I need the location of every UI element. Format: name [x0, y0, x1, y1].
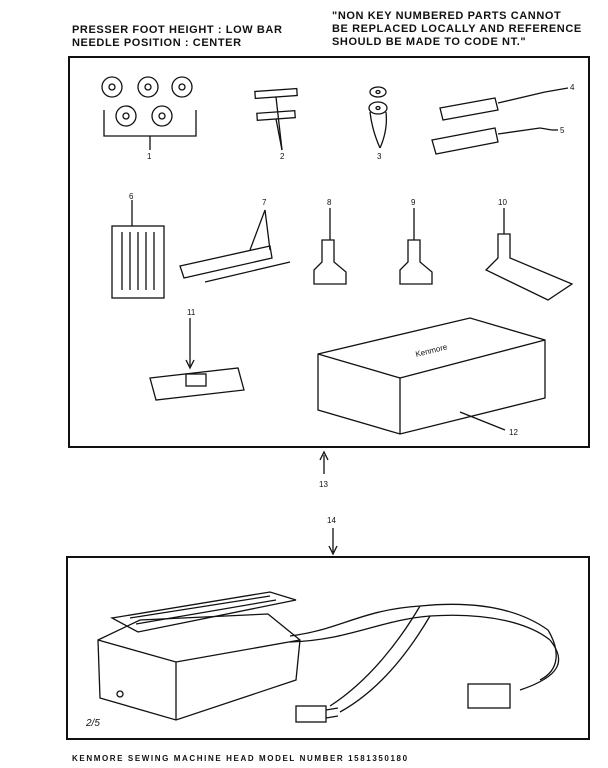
callout-6: 6 [129, 192, 134, 201]
foot-control-icon [97, 591, 301, 721]
callout-11: 11 [187, 308, 196, 317]
needle-pack-icon [111, 200, 165, 299]
callout-1: 1 [147, 152, 152, 161]
callout-14: 14 [327, 516, 336, 525]
header-left: PRESSER FOOT HEIGHT : LOW BAR NEEDLE POS… [72, 24, 283, 50]
spool-cap-icon [368, 86, 388, 149]
notice-line-1: "NON KEY NUMBERED PARTS CANNOT [332, 10, 562, 22]
needle-plate-icon [149, 318, 245, 401]
foot-control-panel [66, 556, 590, 740]
presser-foot-icon [313, 208, 574, 301]
page-reference: 2/5 [86, 718, 100, 729]
footer-model-line: KENMORE SEWING MACHINE HEAD MODEL NUMBER… [72, 754, 409, 763]
power-cord-icon [289, 603, 560, 723]
accessory-box-icon [317, 317, 546, 435]
brush-icon [179, 209, 291, 283]
callout-9: 9 [411, 198, 416, 207]
callout-10: 10 [498, 198, 507, 207]
needle-icon [254, 87, 298, 151]
accessories-panel [68, 56, 590, 448]
callout-13: 13 [319, 480, 328, 489]
callout-12: 12 [509, 428, 518, 437]
screwdriver-icon [431, 87, 569, 155]
needle-position-text: NEEDLE POSITION : CENTER [72, 37, 242, 49]
callout-5: 5 [560, 126, 565, 135]
callout-2: 2 [280, 152, 285, 161]
box-brand-text: Kenmore [415, 342, 449, 359]
bobbin-icon [101, 76, 197, 150]
callout-4: 4 [570, 83, 575, 92]
notice-line-2: BE REPLACED LOCALLY AND REFERENCE [332, 23, 582, 35]
presser-foot-height-text: PRESSER FOOT HEIGHT : LOW BAR [72, 24, 283, 36]
arrow-icon [319, 450, 338, 556]
callout-8: 8 [327, 198, 332, 207]
header-right: "NON KEY NUMBERED PARTS CANNOT BE REPLAC… [332, 10, 582, 49]
callout-7: 7 [262, 198, 267, 207]
notice-line-3: SHOULD BE MADE TO CODE NT." [332, 36, 527, 48]
callout-3: 3 [377, 152, 382, 161]
